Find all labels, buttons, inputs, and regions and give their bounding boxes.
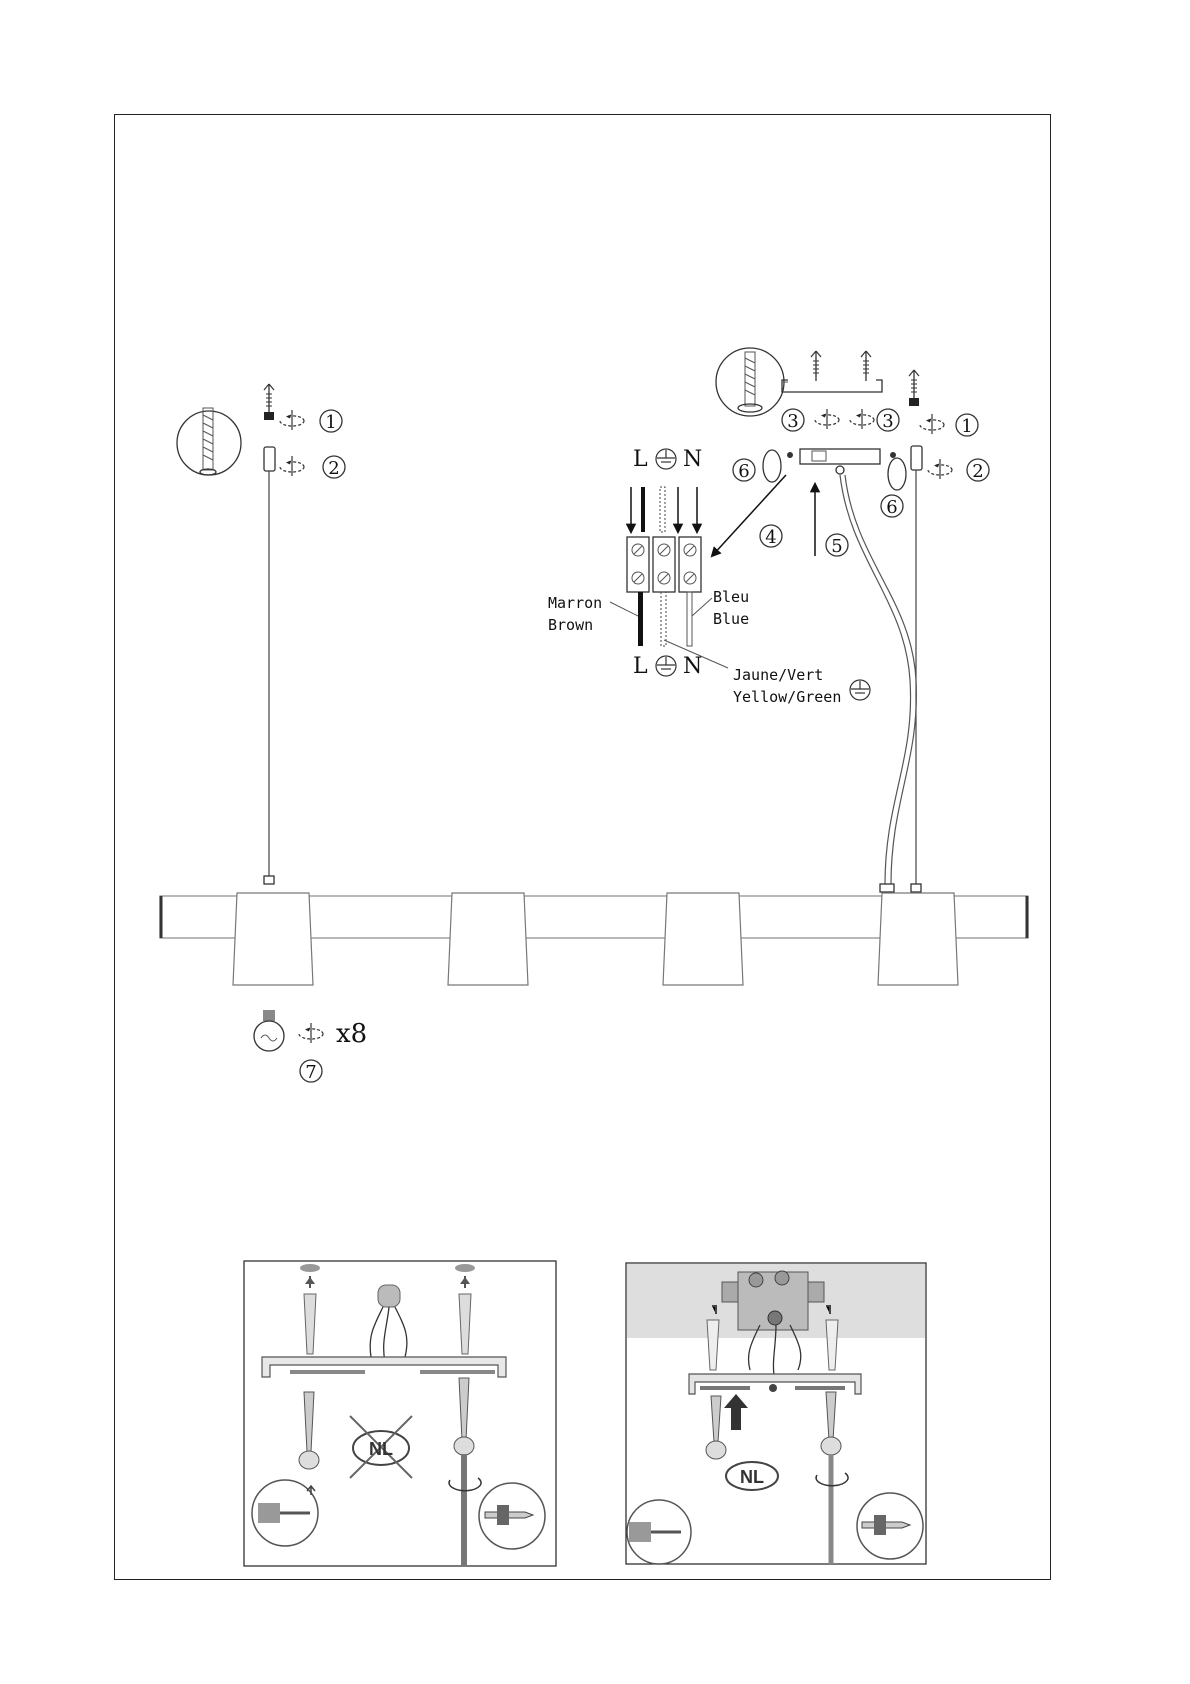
step-number-6a: 6 (738, 461, 749, 482)
panel-incorrect-mounting: NL (244, 1261, 556, 1566)
cable-gripper-icon (264, 412, 274, 420)
rotate-icon (850, 409, 874, 429)
terminal-block (627, 537, 701, 592)
cable-connector (264, 876, 274, 884)
lamp-shade-2 (448, 893, 528, 985)
cable-gripper-icon (909, 398, 919, 406)
right-suspension: 3 3 1 6 6 2 4 (712, 348, 989, 892)
step-number-6b: 6 (886, 497, 897, 518)
screw-icon (738, 352, 762, 412)
nl-badge: NL (740, 1467, 764, 1487)
ceiling-anchor-icon (861, 351, 871, 381)
ceiling-anchor-icon (264, 384, 274, 414)
step-number-2: 2 (328, 458, 339, 479)
rotate-icon (815, 409, 839, 429)
cable-connector (911, 884, 921, 892)
rotate-icon (299, 1023, 323, 1043)
label-neutral-top: N (683, 447, 702, 472)
label-blue-fr: Bleu (713, 588, 749, 606)
left-suspension: 1 2 (177, 384, 345, 884)
earth-symbol-icon (656, 656, 676, 676)
rotate-icon (280, 456, 304, 476)
step-number-4: 4 (765, 527, 776, 548)
ceiling-anchor-icon (909, 370, 919, 400)
lamp-shade-4 (878, 893, 958, 985)
label-earth-fr: Jaune/Vert (733, 666, 823, 684)
wire-yellow-green (661, 592, 666, 646)
mounting-bracket (782, 380, 882, 392)
terminal-block-small (812, 451, 826, 461)
label-earth-en: Yellow/Green (733, 688, 841, 706)
label-neutral-bottom: N (683, 654, 702, 679)
wire-blue (687, 592, 692, 646)
bulb-step: x8 7 (254, 1010, 367, 1083)
wire-brown (638, 592, 643, 646)
light-bar (160, 893, 1028, 985)
rotate-icon (928, 459, 952, 479)
step-number-3b: 3 (882, 411, 893, 432)
step-number-1: 1 (325, 412, 336, 433)
step-number-3a: 3 (787, 411, 798, 432)
step-number-7: 7 (305, 1062, 316, 1083)
screw-icon (200, 408, 216, 475)
nl-badge: NL (369, 1439, 393, 1459)
bulb-icon (254, 1010, 284, 1051)
label-blue-en: Blue (713, 610, 749, 628)
lamp-shade-1 (233, 893, 313, 985)
cable-entry (880, 884, 894, 892)
screw-detail-circle (177, 411, 241, 475)
label-brown-en: Brown (548, 616, 593, 634)
canopy-screw (836, 466, 844, 474)
earth-symbol-icon (850, 680, 870, 700)
panel-correct-mounting: NL (626, 1263, 926, 1564)
step-number-2-right: 2 (972, 461, 983, 482)
label-live-bottom: L (633, 654, 648, 679)
label-live-top: L (633, 447, 648, 472)
gripper-sleeve (264, 447, 275, 471)
bulb-quantity: x8 (336, 1019, 367, 1049)
step-number-1-right: 1 (961, 416, 972, 437)
gripper-sleeve (911, 446, 922, 470)
rotate-icon (280, 410, 304, 430)
step-number-5: 5 (831, 536, 842, 557)
power-cable (840, 475, 911, 884)
lamp-shade-3 (663, 893, 743, 985)
earth-symbol-icon (656, 449, 676, 469)
ceiling-anchor-icon (811, 351, 821, 381)
label-brown-fr: Marron (548, 594, 602, 612)
rotate-icon (920, 414, 944, 434)
canopy-cap-left (763, 450, 781, 482)
canopy-cap-right (888, 458, 906, 490)
wiring-diagram: L N Marron Brown Bleu Blue Jaune/Vert Ye… (548, 447, 870, 706)
